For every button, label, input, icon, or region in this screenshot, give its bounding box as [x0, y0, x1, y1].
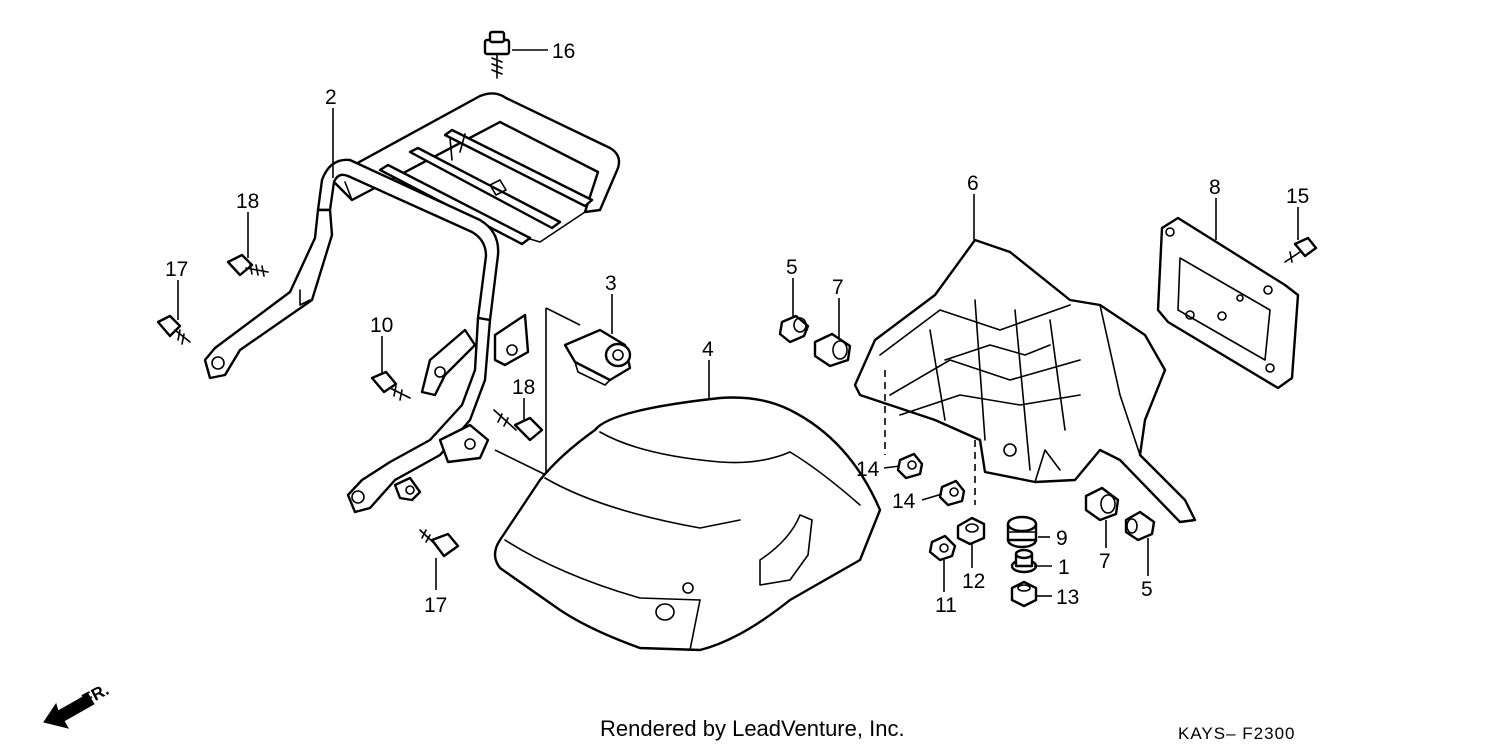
nut-14-upper[interactable] [896, 452, 924, 480]
nut-14-lower[interactable] [938, 479, 966, 507]
bolt-16[interactable] [483, 30, 511, 79]
callout-18-upper: 18 [236, 190, 259, 213]
callout-14-upper: 14 [856, 458, 880, 481]
callout-11: 11 [935, 594, 957, 617]
callout-12: 12 [962, 570, 985, 593]
bracket-line-3 [494, 307, 581, 476]
callout-6: 6 [967, 172, 979, 195]
dashed-line-6 [884, 370, 976, 505]
callout-16: 16 [552, 40, 575, 63]
callout-3: 3 [605, 272, 617, 295]
carrier-rack[interactable] [203, 92, 621, 514]
credit-text: Rendered by LeadVenture, Inc. [600, 716, 905, 741]
holder-3[interactable] [563, 328, 632, 386]
grommet-7-upper[interactable] [813, 332, 852, 368]
callout-18-middle: 18 [512, 376, 535, 399]
bolt-17-left[interactable] [156, 314, 191, 345]
bolt-10[interactable] [370, 370, 411, 401]
diagram-code: KAYS– F2300 [1178, 724, 1296, 743]
grommet-9[interactable] [1006, 515, 1038, 549]
bolt-15[interactable] [1284, 236, 1318, 263]
nut-13[interactable] [1010, 580, 1038, 608]
callout-17-left: 17 [165, 258, 188, 281]
callout-1: 1 [1058, 556, 1070, 579]
callout-17-lower: 17 [424, 594, 447, 617]
nut-11[interactable] [928, 534, 957, 562]
leader-lines [177, 49, 1299, 597]
callout-7-lower: 7 [1099, 550, 1111, 573]
callout-13: 13 [1056, 586, 1079, 609]
callout-14-lower: 14 [892, 490, 916, 513]
callout-5-lower: 5 [1141, 578, 1153, 601]
callout-4: 4 [702, 338, 714, 361]
callout-2: 2 [325, 86, 337, 109]
collar-1[interactable] [1010, 548, 1038, 574]
bolt-17-lower[interactable] [419, 529, 460, 558]
grommet-7-lower[interactable] [1084, 486, 1120, 522]
callout-7-upper: 7 [832, 276, 844, 299]
collar-12[interactable] [956, 516, 986, 546]
callout-8: 8 [1209, 176, 1221, 199]
callout-5-upper: 5 [786, 256, 798, 279]
collar-5-lower[interactable] [1124, 510, 1156, 542]
front-arrow-icon: FR. [43, 680, 112, 729]
collar-5-upper[interactable] [778, 314, 810, 344]
callout-10: 10 [370, 314, 393, 337]
plate-8[interactable] [1156, 216, 1300, 390]
bolt-18-upper[interactable] [226, 253, 269, 277]
inner-fender-6[interactable] [853, 238, 1197, 524]
rear-fender-4[interactable] [493, 396, 882, 652]
callout-9: 9 [1056, 527, 1068, 550]
callout-15: 15 [1286, 185, 1309, 208]
bolt-18-middle[interactable] [493, 409, 544, 442]
